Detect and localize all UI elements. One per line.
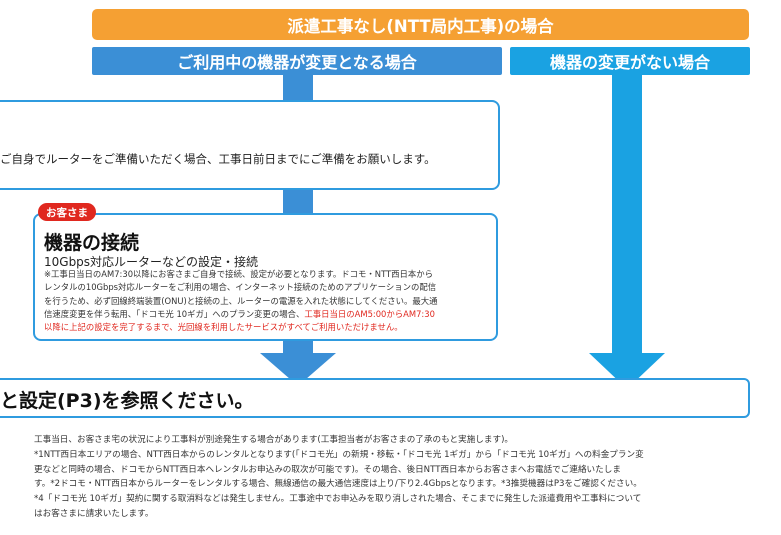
section-banner: 派遣工事なし(NTT局内工事)の場合 xyxy=(92,9,749,40)
footnote-line: *4「ドコモ光 10ギガ」契約に関する取消料などは発生しません。工事途中でお申込… xyxy=(34,494,642,505)
note-line: ※工事日当日のAM7:30以降にお客さまご自身で接続、設定が必要となります。ドコ… xyxy=(44,269,434,279)
right-flow-arrow-icon xyxy=(589,75,665,389)
left-flow-arrow-icon xyxy=(260,75,336,386)
footnotes: 工事当日、お客さま宅の状況により工事料が別途発生する場合があります(工事担当者が… xyxy=(34,433,754,522)
note-warning-red-line: 以降に上記の設定を完了するまで、光回線を利用したサービスがすべてご利用いただけま… xyxy=(44,322,403,333)
note-warning-red: 工事日当日のAM5:00からAM7:30 xyxy=(304,308,435,319)
footnote-line: 工事当日、お客さま宅の状況により工事料が別途発生する場合があります(工事担当者が… xyxy=(34,435,514,445)
customer-badge-label: お客さま xyxy=(46,206,88,219)
header-no-device-change: 機器の変更がない場合 xyxy=(510,47,750,75)
customer-badge: お客さま xyxy=(38,203,96,221)
device-connection-subtitle: 10Gbps対応ルーターなどの設定・接続 xyxy=(44,255,259,269)
header-device-changed: ご利用中の機器が変更となる場合 xyxy=(92,47,502,75)
footnote-line: す。*2ドコモ・NTT西日本からルーターをレンタルする場合、無線通信の最大通信速… xyxy=(34,479,642,490)
header-no-device-change-label: 機器の変更がない場合 xyxy=(549,53,710,72)
note-line: を行うため、必ず回線終端装置(ONU)と接続の上、ルーターの電源を入れた状態にし… xyxy=(44,295,438,306)
note-line-text: 信速度変更を伴う転用、「ドコモ光 10ギガ」へのプラン変更の場合、 xyxy=(44,308,305,319)
banner-title: 派遣工事なし(NTT局内工事)の場合 xyxy=(287,16,554,36)
footnote-line: はお客さまに請求いたします。 xyxy=(34,508,154,519)
footnote-line: *1NTT西日本エリアの場合、NTT西日本からのレンタルとなります(「ドコモ光」… xyxy=(34,449,644,460)
device-connection-box xyxy=(33,213,498,341)
device-connection-title: 機器の接続 xyxy=(44,232,140,254)
footnote-line: 更などと同時の場合、ドコモからNTT西日本へレンタルお申込みの取次が可能です)。… xyxy=(34,464,621,475)
note-line: レンタルの10Gbps対応ルーターをご利用の場合、インターネット接続のためのアプ… xyxy=(44,282,437,293)
router-prep-box xyxy=(0,100,500,190)
reference-text: と設定(P3)を参照ください。 xyxy=(0,390,254,412)
header-device-changed-label: ご利用中の機器が変更となる場合 xyxy=(177,53,417,72)
router-prep-text: ご自身でルーターをご準備いただく場合、工事日前日までにご準備をお願いします。 xyxy=(0,152,436,166)
device-connection-note: ※工事日当日のAM7:30以降にお客さまご自身で接続、設定が必要となります。ドコ… xyxy=(44,268,492,334)
reference-box xyxy=(0,378,750,418)
note-line: 信速度変更を伴う転用、「ドコモ光 10ギガ」へのプラン変更の場合、工事日当日のA… xyxy=(44,308,492,321)
